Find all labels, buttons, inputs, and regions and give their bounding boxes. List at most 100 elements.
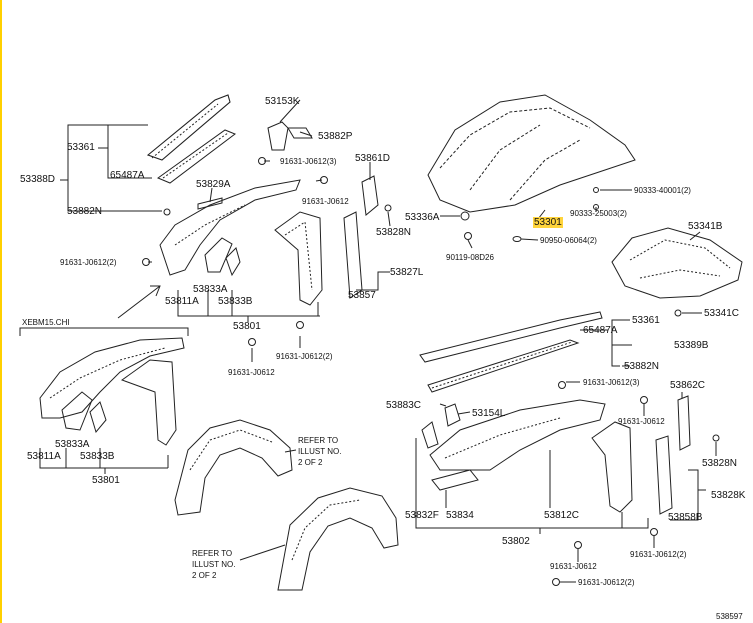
label-53388D: 53388D <box>20 174 56 185</box>
cowl-strip-53361 <box>146 94 231 161</box>
fender-assembly-right <box>415 311 720 586</box>
label-53336A: 53336A <box>405 212 440 223</box>
label-53829A: 53829A <box>196 179 231 190</box>
label-53857: 53857 <box>348 290 376 301</box>
label-refer1-l1: REFER TO <box>298 436 339 445</box>
bolt-mid-b <box>248 338 256 346</box>
bracket-53833B-bl <box>89 401 107 434</box>
label-refer2-l1: REFER TO <box>192 549 233 558</box>
label-xebm: XEBM15.CHI <box>22 318 70 327</box>
label-53858B: 53858B <box>668 512 703 523</box>
top-left-parts <box>60 94 392 362</box>
label-538597: 538597 <box>716 612 743 621</box>
bracket-53882P <box>287 127 313 139</box>
label-91631-2-left: 91631-J0612(2) <box>60 258 117 267</box>
label-65487A-tl: 65487A <box>110 170 145 181</box>
fender-apron-right <box>591 421 633 513</box>
label-53882P: 53882P <box>318 131 353 142</box>
seal-right <box>427 339 580 393</box>
label-53153K: 53153K <box>265 96 300 107</box>
sheet-edge <box>0 0 2 623</box>
fender-liner-left <box>120 359 177 446</box>
cowl-strip-right <box>419 311 603 363</box>
label-53861D: 53861D <box>355 153 391 164</box>
label-53833B-tl: 53833B <box>218 296 253 307</box>
label-91631-mid: 91631-J0612 <box>228 368 275 377</box>
strip-53829A <box>197 197 223 210</box>
wheel-liners <box>174 419 399 591</box>
label-53301: 53301 <box>533 217 563 228</box>
label-91631-br: 91631-J0612 <box>550 562 597 571</box>
label-refer2-l3: 2 OF 2 <box>192 571 217 580</box>
label-53883C: 53883C <box>386 400 422 411</box>
fender-assembly-left <box>19 327 189 474</box>
label-91631-3-tl: 91631-J0612(3) <box>280 157 337 166</box>
bracket-53833B <box>225 247 241 277</box>
bracket-53833A <box>204 237 233 273</box>
direction-arrow <box>117 285 161 319</box>
label-53361-tl: 53361 <box>67 142 95 153</box>
bracket-53833A-bl <box>61 391 93 431</box>
bracket-53862C <box>677 395 691 451</box>
label-53811A-bl: 53811A <box>27 451 61 462</box>
clip-53882N <box>163 208 171 216</box>
bolt-r2 <box>574 541 582 549</box>
label-53833A-bl: 53833A <box>55 439 90 450</box>
label-53361-r: 53361 <box>632 315 660 326</box>
bolt-53828N-r <box>712 434 720 442</box>
label-53862C: 53862C <box>670 380 706 391</box>
label-53154L: 53154L <box>472 408 506 419</box>
hood-insulator-53341B <box>611 227 743 299</box>
hood-stay-bolt <box>460 211 470 221</box>
label-53828K: 53828K <box>711 490 746 501</box>
bracket-53834 <box>431 469 479 491</box>
label-90333-40001: 90333-40001(2) <box>634 186 691 195</box>
bolt-53828N <box>384 204 392 212</box>
label-91631-3-r: 91631-J0612(3) <box>583 378 640 387</box>
label-53832F: 53832F <box>405 510 439 521</box>
front-fender-outline <box>39 337 185 419</box>
bracket-53858B <box>655 435 673 515</box>
label-91631-2-mid: 91631-J0612(2) <box>276 352 333 361</box>
fender-liner-upper <box>159 179 301 276</box>
label-53833A-tl: 53833A <box>193 284 228 295</box>
bolt-r1 <box>650 528 658 536</box>
label-53828N-r: 53828N <box>702 458 738 469</box>
fender-apron-53801 <box>274 211 323 306</box>
label-refer1-l3: 2 OF 2 <box>298 458 323 467</box>
label-refer2-l2: ILLUST NO. <box>192 560 236 569</box>
label-53833B-bl: 53833B <box>80 451 115 462</box>
bracket-53154L <box>444 403 461 427</box>
label-91631-tl: 91631-J0612 <box>302 197 349 206</box>
hood-panel-53301 <box>427 94 636 213</box>
label-53882N-tl: 53882N <box>67 206 103 217</box>
label-53811A-tl: 53811A <box>165 296 199 307</box>
label-91631-2-r2: 91631-J0612(2) <box>578 578 635 587</box>
label-53882N-r: 53882N <box>624 361 660 372</box>
label-53801-tl: 53801 <box>233 321 261 332</box>
label-53389B: 53389B <box>674 340 709 351</box>
label-53828N-tl: 53828N <box>376 227 412 238</box>
label-90119: 90119-08D26 <box>446 253 494 262</box>
label-53341B: 53341B <box>688 221 723 232</box>
label-90950: 90950-06064(2) <box>540 236 597 245</box>
bolt-91631-r <box>640 396 648 404</box>
label-91631-r: 91631-J0612 <box>618 417 665 426</box>
label-53802: 53802 <box>502 536 530 547</box>
label-53834: 53834 <box>446 510 474 521</box>
label-53801-bl: 53801 <box>92 475 120 486</box>
label-refer1-l2: ILLUST NO. <box>298 447 342 456</box>
seal-65487A <box>156 129 237 184</box>
clip-53341C <box>674 309 682 317</box>
hinge-bolt-90119 <box>464 232 472 240</box>
label-53812C: 53812C <box>544 510 580 521</box>
bracket-53857 <box>343 211 363 299</box>
label-65487A-r: 65487A <box>583 325 618 336</box>
wheel-liner-upper <box>174 419 293 516</box>
bolt-r3 <box>552 578 560 586</box>
hood-assembly <box>427 94 743 317</box>
bracket-53861D <box>361 175 379 216</box>
wheel-liner-lower <box>277 487 399 591</box>
